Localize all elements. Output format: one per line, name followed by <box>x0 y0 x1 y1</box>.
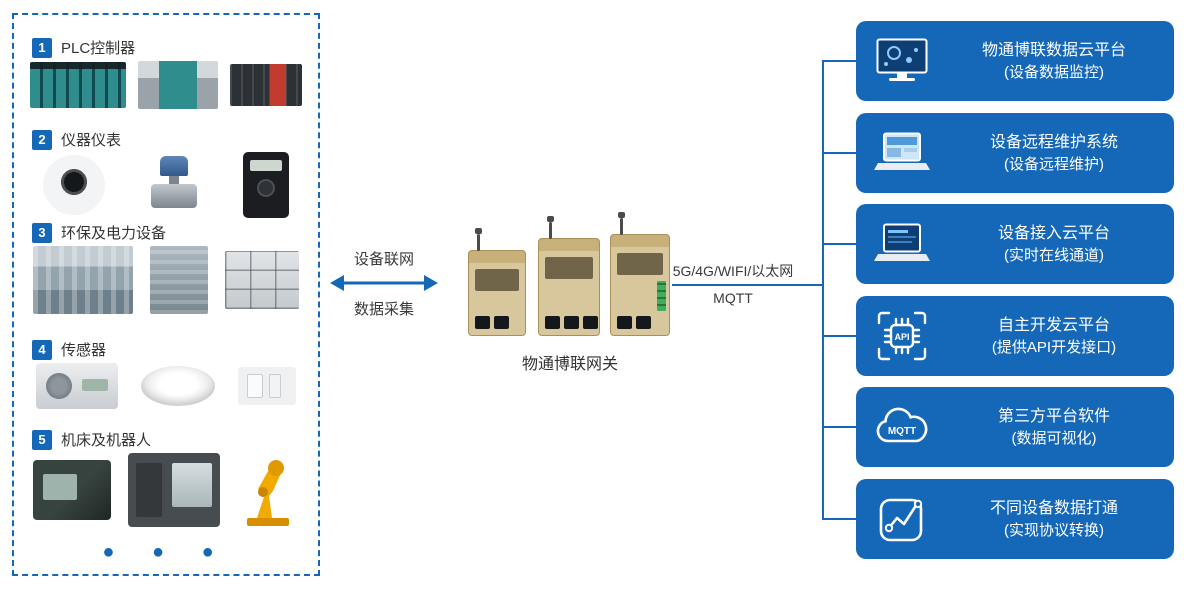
category-number-badge: 1 <box>32 37 52 58</box>
energy-meter-image <box>242 152 289 218</box>
platform-title: 设备接入云平台 <box>997 224 1110 242</box>
gateway-device-image <box>610 212 670 336</box>
power-images-row <box>24 245 308 315</box>
sensor-window <box>81 379 108 391</box>
platform-box-mqtt: MQTT 第三方平台软件 (数据可视化) <box>856 387 1174 467</box>
platform-subtitle: (设备远程维护) <box>1004 156 1104 174</box>
magnet-part <box>269 374 282 398</box>
left-link-label-bottom: 数据采集 <box>353 301 414 318</box>
plc-rack-image <box>30 62 126 108</box>
branch-line <box>822 426 856 428</box>
left-link-label-top: 设备联网 <box>353 251 414 268</box>
platform-title: 自主开发云平台 <box>997 316 1110 334</box>
instrument-images-row <box>24 151 308 219</box>
ethernet-ports <box>617 316 651 329</box>
industrial-plant-image <box>32 246 133 314</box>
laptop-access-icon <box>856 223 948 265</box>
category-header-sensors: 4 传感器 <box>32 339 106 360</box>
cloud-monitor-icon <box>856 38 948 84</box>
platform-title: 不同设备数据打通 <box>989 499 1118 517</box>
antenna-icon <box>547 216 554 239</box>
smoke-detector-image <box>140 366 215 406</box>
sensor-box-image <box>35 363 118 409</box>
line-chart-icon <box>856 494 948 544</box>
valve-image <box>144 156 204 214</box>
api-chip-icon: API <box>856 311 948 361</box>
machine-images-row <box>24 451 308 529</box>
treatment-plant-image <box>149 246 208 314</box>
plc-images-row <box>24 60 308 110</box>
platform-subtitle: (实现协议转换) <box>1004 522 1104 540</box>
robot-arm-image <box>247 460 290 526</box>
sensor-dial <box>45 373 72 399</box>
mqtt-cloud-icon: MQTT <box>856 405 948 449</box>
gateway-sticker <box>617 253 663 275</box>
gateway-device-image <box>538 216 600 336</box>
platform-title: 设备远程维护系统 <box>989 133 1118 151</box>
platform-subtitle: (数据可视化) <box>1011 430 1097 448</box>
category-number-badge: 5 <box>32 429 52 450</box>
device-group-panel: 1 PLC控制器 2 仪器仪表 3 环保及电力设备 <box>12 13 320 576</box>
valve-body <box>150 184 197 208</box>
laptop-remote-icon <box>856 132 948 174</box>
camera-image <box>43 155 106 215</box>
category-number-badge: 3 <box>32 222 52 243</box>
magnet-part <box>247 374 264 398</box>
cnc-machine-image <box>32 460 111 520</box>
category-label: 传感器 <box>61 342 107 359</box>
right-link-label-top: 5G/4G/WIFI/以太网 <box>672 263 794 279</box>
ethernet-ports <box>475 316 509 329</box>
platform-box-protocol-conversion: 不同设备数据打通 (实现协议转换) <box>856 479 1174 559</box>
machine-tool-image <box>127 453 220 527</box>
antenna-icon <box>618 212 625 235</box>
bidirectional-arrow-icon <box>330 275 438 291</box>
platform-subtitle: (实时在线通道) <box>1004 247 1104 265</box>
antenna-icon <box>475 228 482 251</box>
category-header-power: 3 环保及电力设备 <box>32 222 166 243</box>
sensor-images-row <box>24 361 308 411</box>
power-cabinet-image <box>225 251 300 309</box>
magnetic-sensor-image <box>238 367 297 405</box>
plc-controller-image <box>230 64 302 106</box>
meter-dial <box>256 179 275 197</box>
platform-title: 第三方平台软件 <box>997 407 1110 425</box>
branch-line <box>822 60 856 62</box>
platform-box-remote-maintenance: 设备远程维护系统 (设备远程维护) <box>856 113 1174 193</box>
mqtt-icon-text: MQTT <box>888 426 916 437</box>
platform-subtitle: (提供API开发接口) <box>991 339 1117 357</box>
category-label: 仪器仪表 <box>61 132 122 149</box>
gateway-sticker <box>475 269 519 291</box>
category-label: PLC控制器 <box>61 40 136 57</box>
category-header-plc: 1 PLC控制器 <box>32 37 135 58</box>
right-link-label-bottom: MQTT <box>713 290 753 306</box>
gateway-device-image <box>468 228 526 336</box>
valve-stem <box>168 176 179 184</box>
platform-title: 物通博联数据云平台 <box>981 41 1126 59</box>
branch-line <box>822 243 856 245</box>
platform-box-device-access: 设备接入云平台 (实时在线通道) <box>856 204 1174 284</box>
category-header-instruments: 2 仪器仪表 <box>32 129 121 150</box>
trunk-line <box>822 61 824 519</box>
branch-line <box>822 152 856 154</box>
terminal-block <box>657 281 666 311</box>
plc-module-image <box>138 61 218 109</box>
gateway-label: 物通博联网关 <box>521 356 618 373</box>
category-header-machines: 5 机床及机器人 <box>32 429 151 450</box>
category-number-badge: 2 <box>32 129 52 150</box>
platform-box-api: API 自主开发云平台 (提供API开发接口) <box>856 296 1174 376</box>
branch-line <box>822 335 856 337</box>
meter-screen <box>249 160 282 171</box>
gateway-sticker <box>545 257 593 279</box>
branch-line <box>822 518 856 520</box>
category-label: 环保及电力设备 <box>61 225 167 242</box>
category-number-badge: 4 <box>32 339 52 360</box>
platform-box-cloud-monitor: 物通博联数据云平台 (设备数据监控) <box>856 21 1174 101</box>
platform-subtitle: (设备数据监控) <box>1004 64 1104 82</box>
gateway-to-trunk-line <box>672 284 822 286</box>
valve-actuator <box>159 156 188 176</box>
api-icon-text: API <box>894 332 909 342</box>
category-label: 机床及机器人 <box>61 432 152 449</box>
more-devices-ellipsis: ● ● ● <box>102 541 230 563</box>
ethernet-ports <box>545 316 598 329</box>
